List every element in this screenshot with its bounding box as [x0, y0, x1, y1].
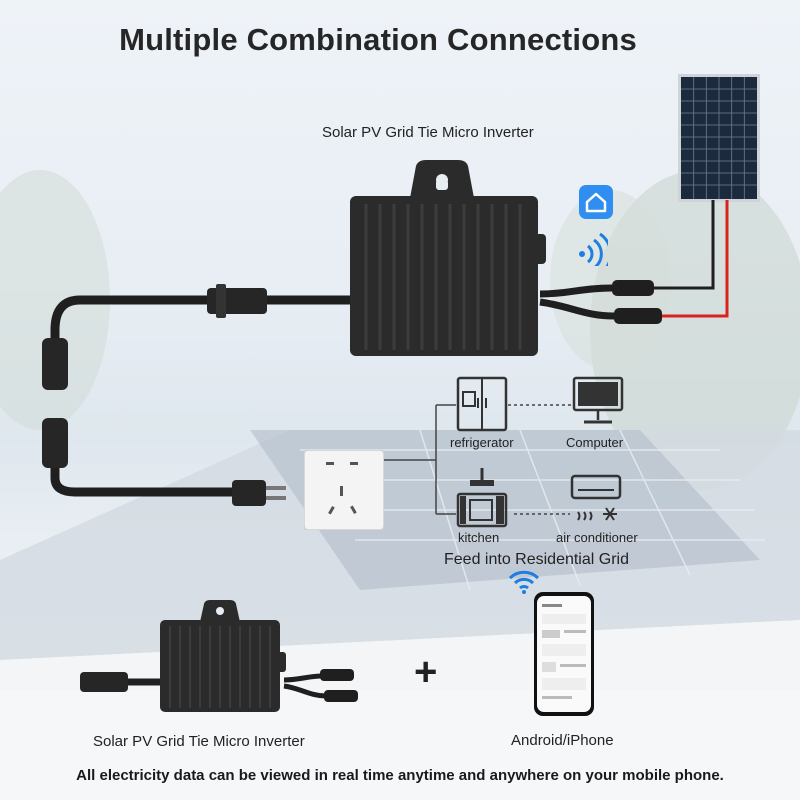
plus-sign: + [414, 650, 438, 694]
micro-inverter-main [350, 160, 546, 356]
feed-label: Feed into Residential Grid [444, 551, 629, 568]
refrigerator-icon [456, 376, 508, 432]
kitchen-label: kitchen [458, 530, 500, 545]
page-title: Multiple Combination Connections [119, 22, 637, 57]
phone-label: Android/iPhone [511, 732, 614, 749]
footer-caption: All electricity data can be viewed in re… [76, 767, 724, 784]
kitchen-icon [456, 468, 508, 528]
computer-label: Computer [566, 435, 624, 450]
inverter-label-top: Solar PV Grid Tie Micro Inverter [322, 124, 534, 141]
smartphone [534, 592, 594, 716]
air-conditioner-icon [570, 474, 622, 521]
wall-socket [304, 450, 384, 530]
computer-icon [572, 376, 624, 424]
micro-inverter-small [80, 600, 358, 712]
smart-home-app-icon [579, 185, 613, 219]
refrigerator-label: refrigerator [450, 435, 514, 450]
inverter-label-bottom: Solar PV Grid Tie Micro Inverter [93, 733, 305, 750]
wifi-icon [508, 570, 540, 594]
air-conditioner-label: air conditioner [556, 530, 638, 545]
solar-panel [678, 74, 760, 202]
wifi-icon [579, 232, 608, 266]
